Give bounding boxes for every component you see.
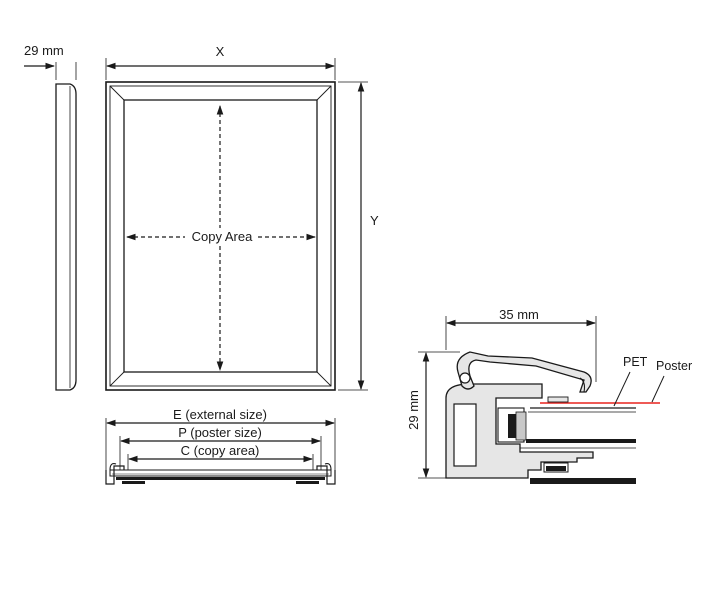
external-size-label: E (external size) [173, 407, 267, 422]
front-view: X Y Copy Area [105, 44, 379, 391]
height-label: Y [370, 213, 379, 228]
copy-area-label: Copy Area [192, 229, 253, 244]
size-dimensions: E (external size) P (poster size) C (cop… [105, 407, 336, 485]
profile-channel [453, 403, 477, 467]
spring-clip [508, 414, 518, 438]
frame-side-profile [55, 83, 77, 391]
pet-label: PET [623, 355, 648, 369]
frame-inner-edge [123, 99, 318, 373]
poster-size-label: P (poster size) [178, 425, 262, 440]
snap-cover [456, 351, 592, 393]
backing-board [526, 439, 636, 443]
depth-label: 29 mm [24, 43, 64, 58]
profile-height-label: 29 mm [406, 390, 421, 430]
profile-width-label: 35 mm [499, 307, 539, 322]
poster-label: Poster [656, 359, 692, 373]
side-view: 29 mm [24, 43, 77, 391]
profile-base [445, 383, 594, 479]
width-label: X [216, 44, 225, 59]
frame-top-section [105, 463, 336, 485]
copy-area-c-label: C (copy area) [181, 443, 260, 458]
wall-plate [530, 478, 636, 484]
profile-cross-section: 35 mm 29 mm PET Poster [406, 307, 692, 484]
